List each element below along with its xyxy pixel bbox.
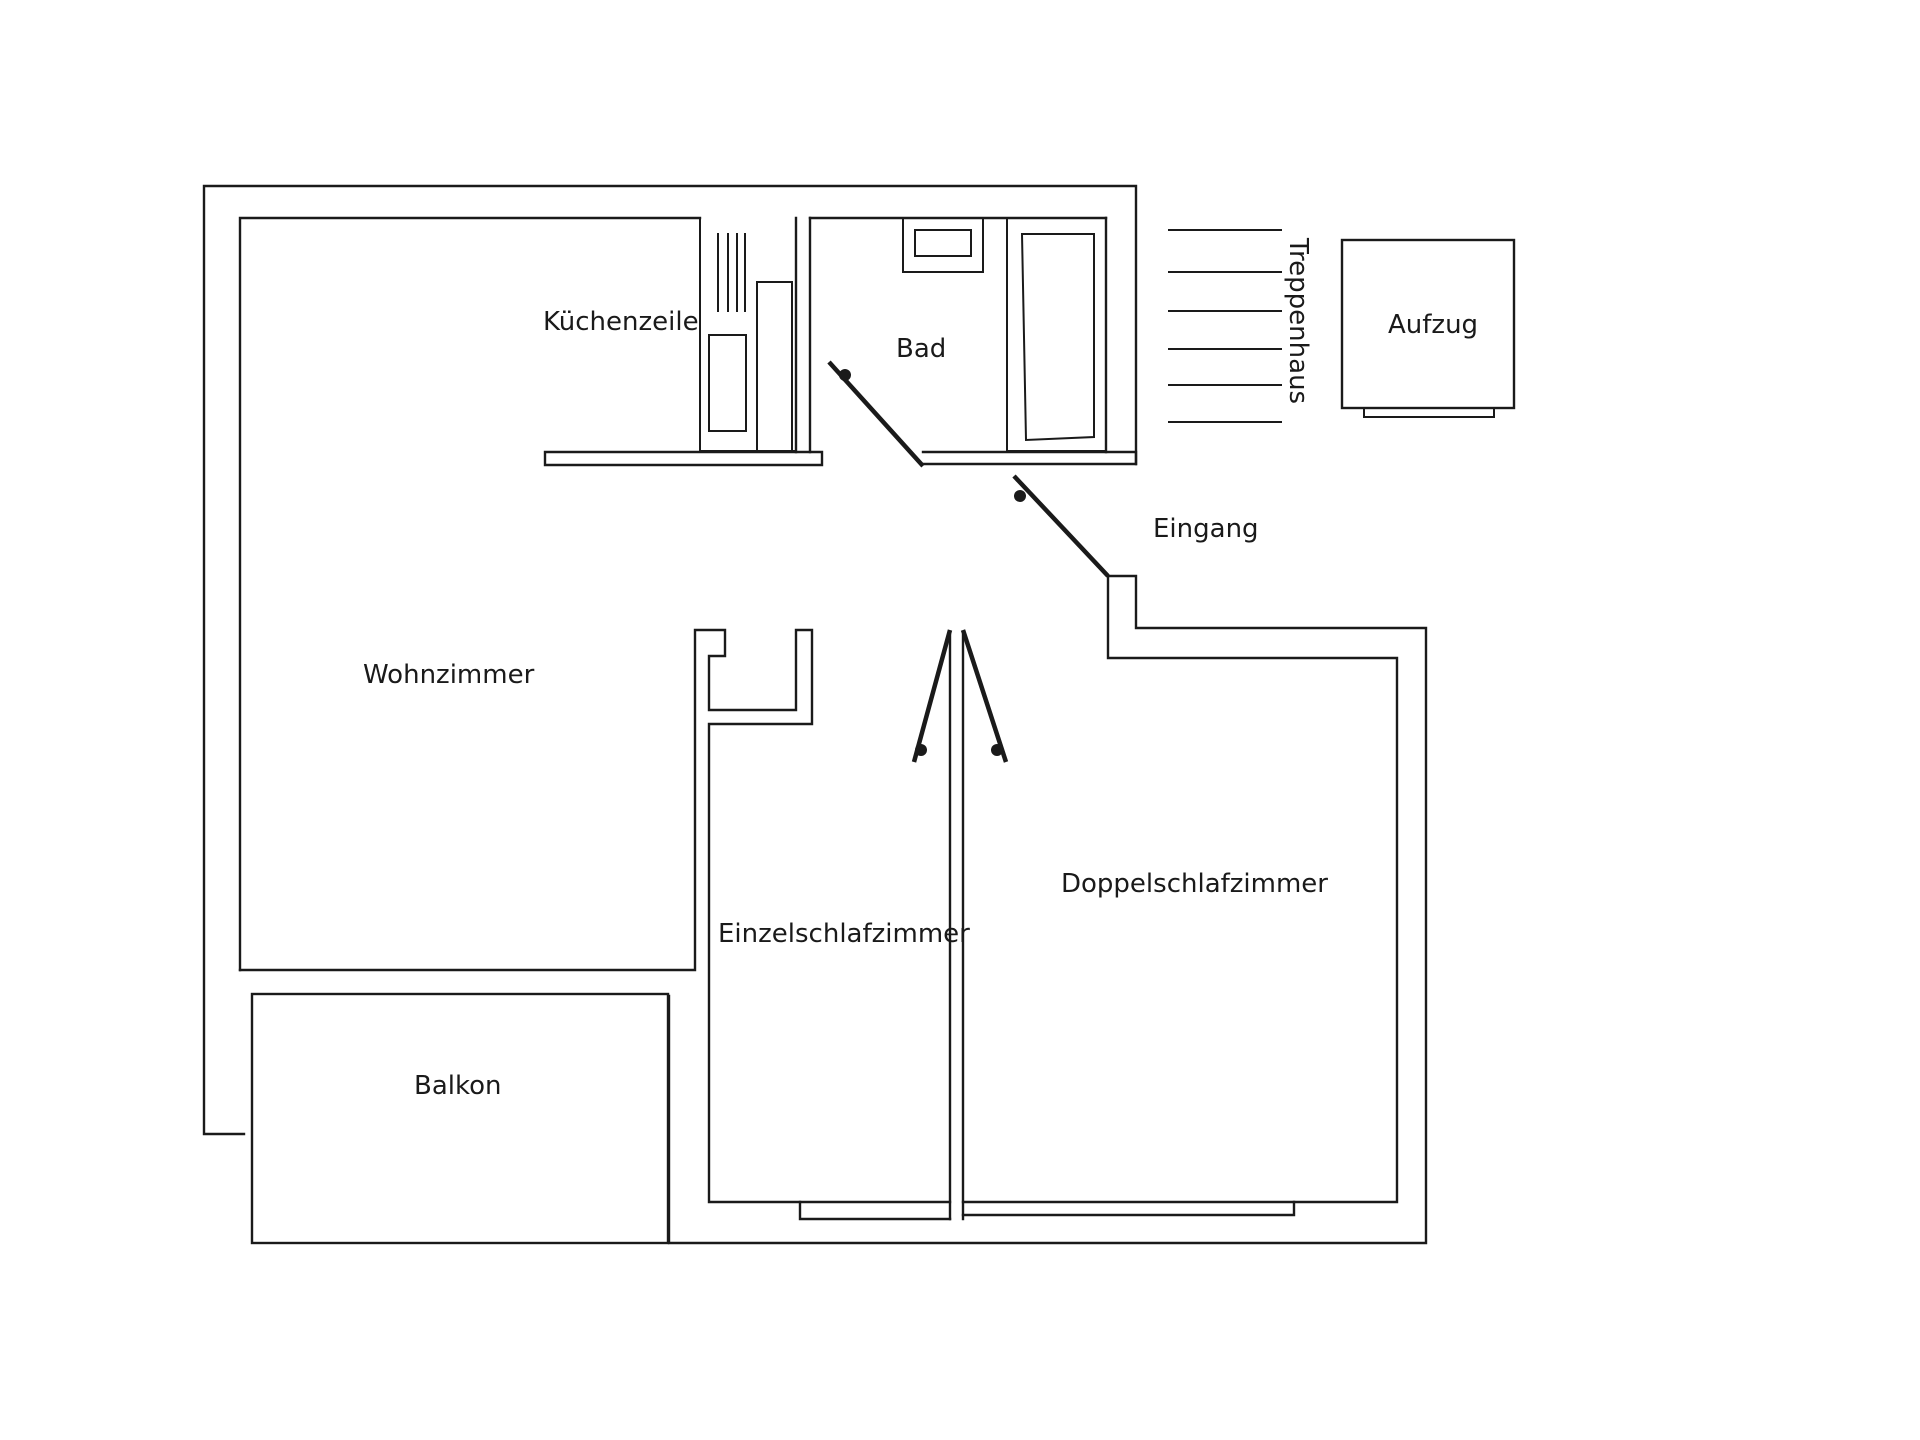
entrance-label: Eingang <box>1153 514 1259 544</box>
bath-label: Bad <box>896 334 946 364</box>
elevator-label: Aufzug <box>1388 310 1478 340</box>
double-bedroom-door <box>960 629 1009 763</box>
bath-sink <box>902 217 984 273</box>
entrance-door <box>1012 474 1110 578</box>
single-bedroom-door <box>911 629 953 763</box>
single-bedroom-window <box>798 1200 952 1221</box>
kitchen-south-wall <box>543 450 824 467</box>
elevator-door <box>1363 407 1495 418</box>
entrance-door-hinge <box>1014 490 1026 502</box>
bath-south-wall <box>921 450 1138 466</box>
single-bedroom-door-hinge <box>915 744 927 756</box>
inner-wall-living-north-west <box>238 216 702 972</box>
kitchen-sink <box>708 334 747 432</box>
bathtub-inner <box>1020 233 1095 442</box>
balcony-label: Balkon <box>414 1071 502 1101</box>
entrance-wall <box>667 574 1428 1245</box>
double-bedroom-label: Doppelschlafzimmer <box>1061 869 1328 899</box>
double-bedroom-inner-wall <box>1106 574 1399 1204</box>
living-room-east-wall <box>238 628 952 1204</box>
double-bedroom-window <box>961 1200 1296 1217</box>
bath-door-hinge <box>839 369 851 381</box>
living-room-label: Wohnzimmer <box>363 660 535 690</box>
double-bedroom-door-hinge <box>991 744 1003 756</box>
balcony-outline <box>250 992 670 1245</box>
bathtub-outer <box>1006 218 1106 452</box>
stairwell-label: Treppenhaus <box>1283 237 1313 404</box>
single-bedroom-label: Einzelschlafzimmer <box>718 919 970 949</box>
outer-wall-west-north <box>202 184 1138 1136</box>
bath-sink-basin <box>914 229 972 257</box>
kitchen-label: Küchenzeile <box>543 307 699 337</box>
kitchen-cabinet <box>756 281 793 452</box>
